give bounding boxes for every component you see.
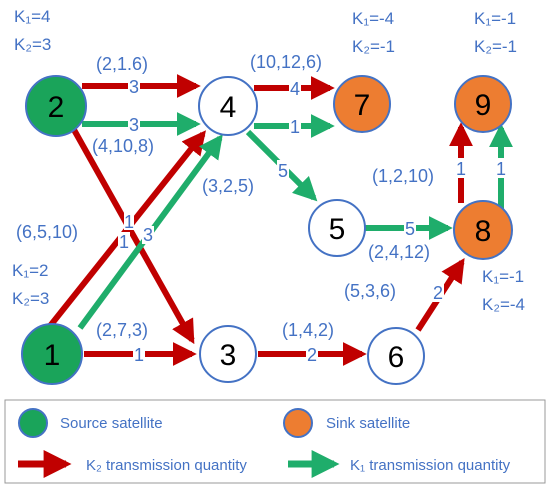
legend-source-label: Source satellite — [60, 415, 163, 432]
legend-sink-label: Sink satellite — [326, 415, 410, 432]
qty-8-9-red: 1 — [456, 159, 466, 179]
node-4: 4 — [198, 76, 258, 136]
k1-node-9: K₁=-1 — [474, 9, 516, 28]
k2-node-9: K₂=-1 — [474, 37, 517, 56]
qty-8-9-green: 1 — [496, 159, 506, 179]
node-1: 1 — [21, 323, 83, 385]
qty-2-3-red: 1 — [119, 232, 129, 252]
param-1-3: (2,7,3) — [96, 320, 148, 340]
qty-6-8-red: 2 — [433, 283, 443, 303]
node-8-label: 8 — [475, 215, 492, 248]
node-7: 7 — [333, 75, 391, 133]
node-9: 9 — [454, 75, 512, 133]
k1-node-2: K₁=4 — [14, 7, 50, 26]
k2-node-1: K₂=3 — [12, 289, 49, 308]
param-8-9: (1,2,10) — [372, 166, 434, 186]
param-2-4: (2,1.6) — [96, 54, 148, 74]
k1-node-7: K₁=-4 — [352, 9, 394, 28]
qty-1-4-green: 3 — [143, 225, 153, 245]
node-9-label: 9 — [475, 89, 492, 122]
param-2-3: (6,5,10) — [16, 222, 78, 242]
qty-2-4-green: 3 — [129, 115, 139, 135]
edge-2-3-k2 — [70, 126, 195, 345]
legend-k2-label: K₂ transmission quantity — [86, 457, 247, 474]
param-2-4-k1: (4,10,8) — [92, 136, 154, 156]
legend-box — [4, 399, 546, 484]
node-5: 5 — [308, 199, 366, 257]
legend: Source satellite Sink satellite K₂ trans… — [4, 399, 546, 484]
node-6-label: 6 — [388, 341, 405, 374]
qty-2-4-red: 3 — [129, 77, 139, 97]
node-2: 2 — [25, 75, 87, 137]
qty-1-3-red: 1 — [134, 345, 144, 365]
qty-5-8-green: 5 — [405, 219, 415, 239]
param-4-7: (10,12,6) — [250, 52, 322, 72]
node-5-label: 5 — [329, 213, 346, 246]
k-values: K₁=4 K₂=3 K₁=-4 K₂=-1 K₁=-1 K₂=-1 K₁=2 K… — [12, 7, 525, 314]
k1-node-8: K₁=-1 — [482, 267, 524, 286]
qty-4-5-green: 5 — [278, 161, 288, 181]
node-4-label: 4 — [220, 91, 237, 124]
node-8: 8 — [453, 200, 513, 260]
k2-node-7: K₂=-1 — [352, 37, 395, 56]
node-6: 6 — [367, 327, 425, 385]
node-1-label: 1 — [44, 339, 61, 372]
legend-sink-swatch — [283, 408, 313, 438]
param-3-6: (1,4,2) — [282, 320, 334, 340]
k1-node-1: K₁=2 — [12, 261, 48, 280]
param-6-8: (5,3,6) — [344, 281, 396, 301]
edges — [47, 74, 513, 366]
node-2-label: 2 — [48, 91, 65, 124]
param-1-4: (3,2,5) — [202, 176, 254, 196]
node-3: 3 — [199, 325, 257, 383]
nodes: 2 4 7 9 5 8 1 3 — [21, 75, 513, 385]
legend-source-swatch — [18, 408, 48, 438]
qty-3-6-red: 2 — [307, 345, 317, 365]
param-5-8: (2,4,12) — [368, 242, 430, 262]
node-7-label: 7 — [354, 89, 371, 122]
edge-params: (2,1.6) (4,10,8) (10,12,6) (3,2,5) (6,5,… — [16, 52, 434, 340]
k2-node-2: K₂=3 — [14, 35, 51, 54]
node-3-label: 3 — [220, 339, 237, 372]
qty-4-7-red: 4 — [290, 79, 300, 99]
qty-4-7-green: 1 — [290, 117, 300, 137]
qty-1-4-red: 1 — [124, 212, 134, 232]
legend-k1-label: K₁ transmission quantity — [350, 457, 511, 474]
k2-node-8: K₂=-4 — [482, 295, 525, 314]
edge-quantities: 3 3 4 1 5 5 1 1 1 3 1 1 2 2 — [118, 76, 507, 365]
